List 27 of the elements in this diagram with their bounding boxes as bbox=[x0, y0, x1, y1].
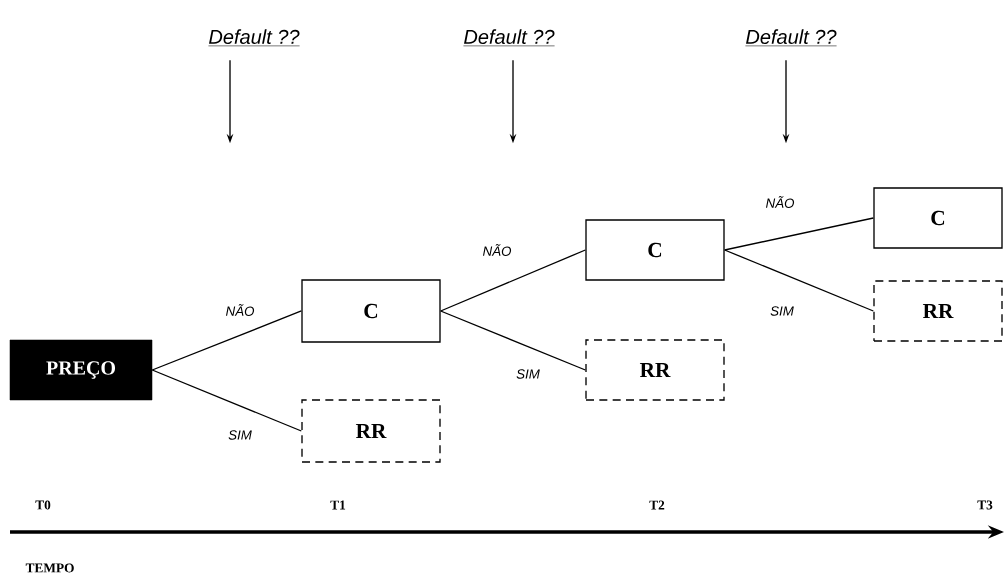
branch-line bbox=[151, 310, 302, 371]
outcome-box: RR bbox=[873, 280, 1003, 342]
outcome-box: C bbox=[873, 187, 1003, 249]
edge-label: NÃO bbox=[765, 196, 795, 208]
axis-label: T3 bbox=[977, 500, 993, 510]
branch-line bbox=[440, 310, 586, 371]
edge-label: SIM bbox=[516, 369, 540, 379]
edge-label: SIM bbox=[228, 430, 252, 440]
axis-label: T1 bbox=[330, 500, 346, 510]
edge-label: SIM bbox=[770, 306, 794, 316]
axis-label: TEMPO bbox=[25, 563, 74, 573]
axis-label: T0 bbox=[35, 500, 51, 510]
heading-text: Default ?? bbox=[745, 29, 837, 47]
edge-label: NÃO bbox=[483, 244, 512, 256]
branch-line bbox=[724, 249, 874, 312]
branch-line bbox=[724, 217, 874, 251]
outcome-box: C bbox=[585, 219, 725, 281]
branch-line bbox=[440, 249, 586, 312]
outcome-box: C bbox=[301, 279, 441, 343]
price-box: PREÇO bbox=[9, 339, 153, 401]
branch-line bbox=[151, 369, 302, 432]
heading-text: Default ?? bbox=[463, 29, 555, 47]
axis-label: T2 bbox=[649, 500, 665, 510]
outcome-box: RR bbox=[301, 399, 441, 463]
heading-text: Default ?? bbox=[208, 29, 300, 47]
edge-label: NÃO bbox=[226, 304, 255, 316]
outcome-box: RR bbox=[585, 339, 725, 401]
